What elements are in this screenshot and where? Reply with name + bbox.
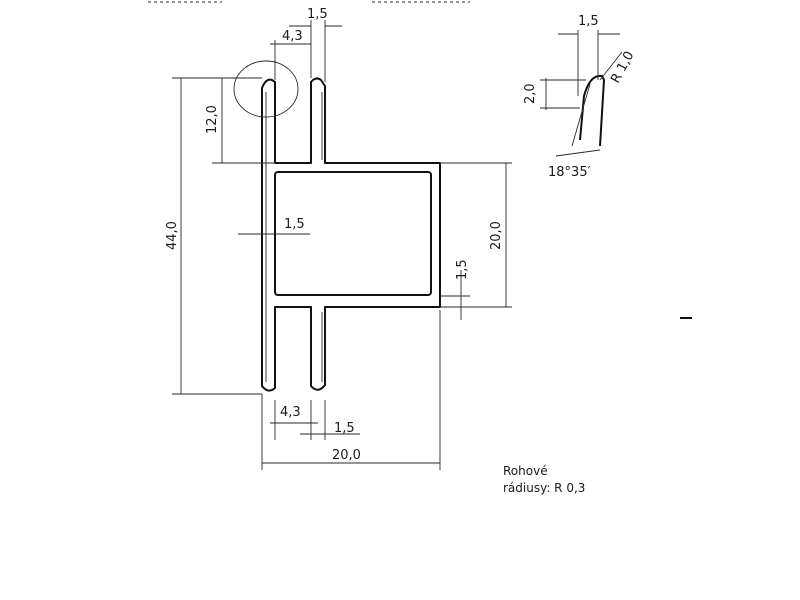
- dim-bottom-rail: 1,5: [334, 421, 355, 436]
- dim-detail-height: 2,0: [523, 83, 538, 104]
- detail-circle: [233, 60, 299, 118]
- dim-overall-width: 20,0: [332, 448, 361, 463]
- dim-inner-wall: 1,5: [284, 217, 305, 232]
- dimension-lines: [172, 20, 512, 470]
- tip-detail: [540, 30, 623, 157]
- dim-top-rail: 1,5: [307, 7, 328, 22]
- dim-top-leg-height: 12,0: [205, 105, 220, 134]
- corner-radius-text: rádiusy: R 0,3: [503, 481, 585, 495]
- dim-detail-radius: R 1,0: [608, 49, 637, 86]
- dim-box-wall: 1,5: [455, 259, 470, 280]
- dim-detail-width: 1,5: [578, 14, 599, 29]
- dim-detail-angle: 18°35′: [548, 165, 591, 180]
- dim-bottom-gap: 4,3: [280, 405, 301, 420]
- dim-box-height: 20,0: [489, 221, 504, 250]
- dim-top-gap: 4,3: [282, 29, 303, 44]
- profile-outline: [261, 77, 441, 392]
- corner-radius-title: Rohové: [503, 464, 548, 478]
- dim-total-height: 44,0: [165, 221, 180, 250]
